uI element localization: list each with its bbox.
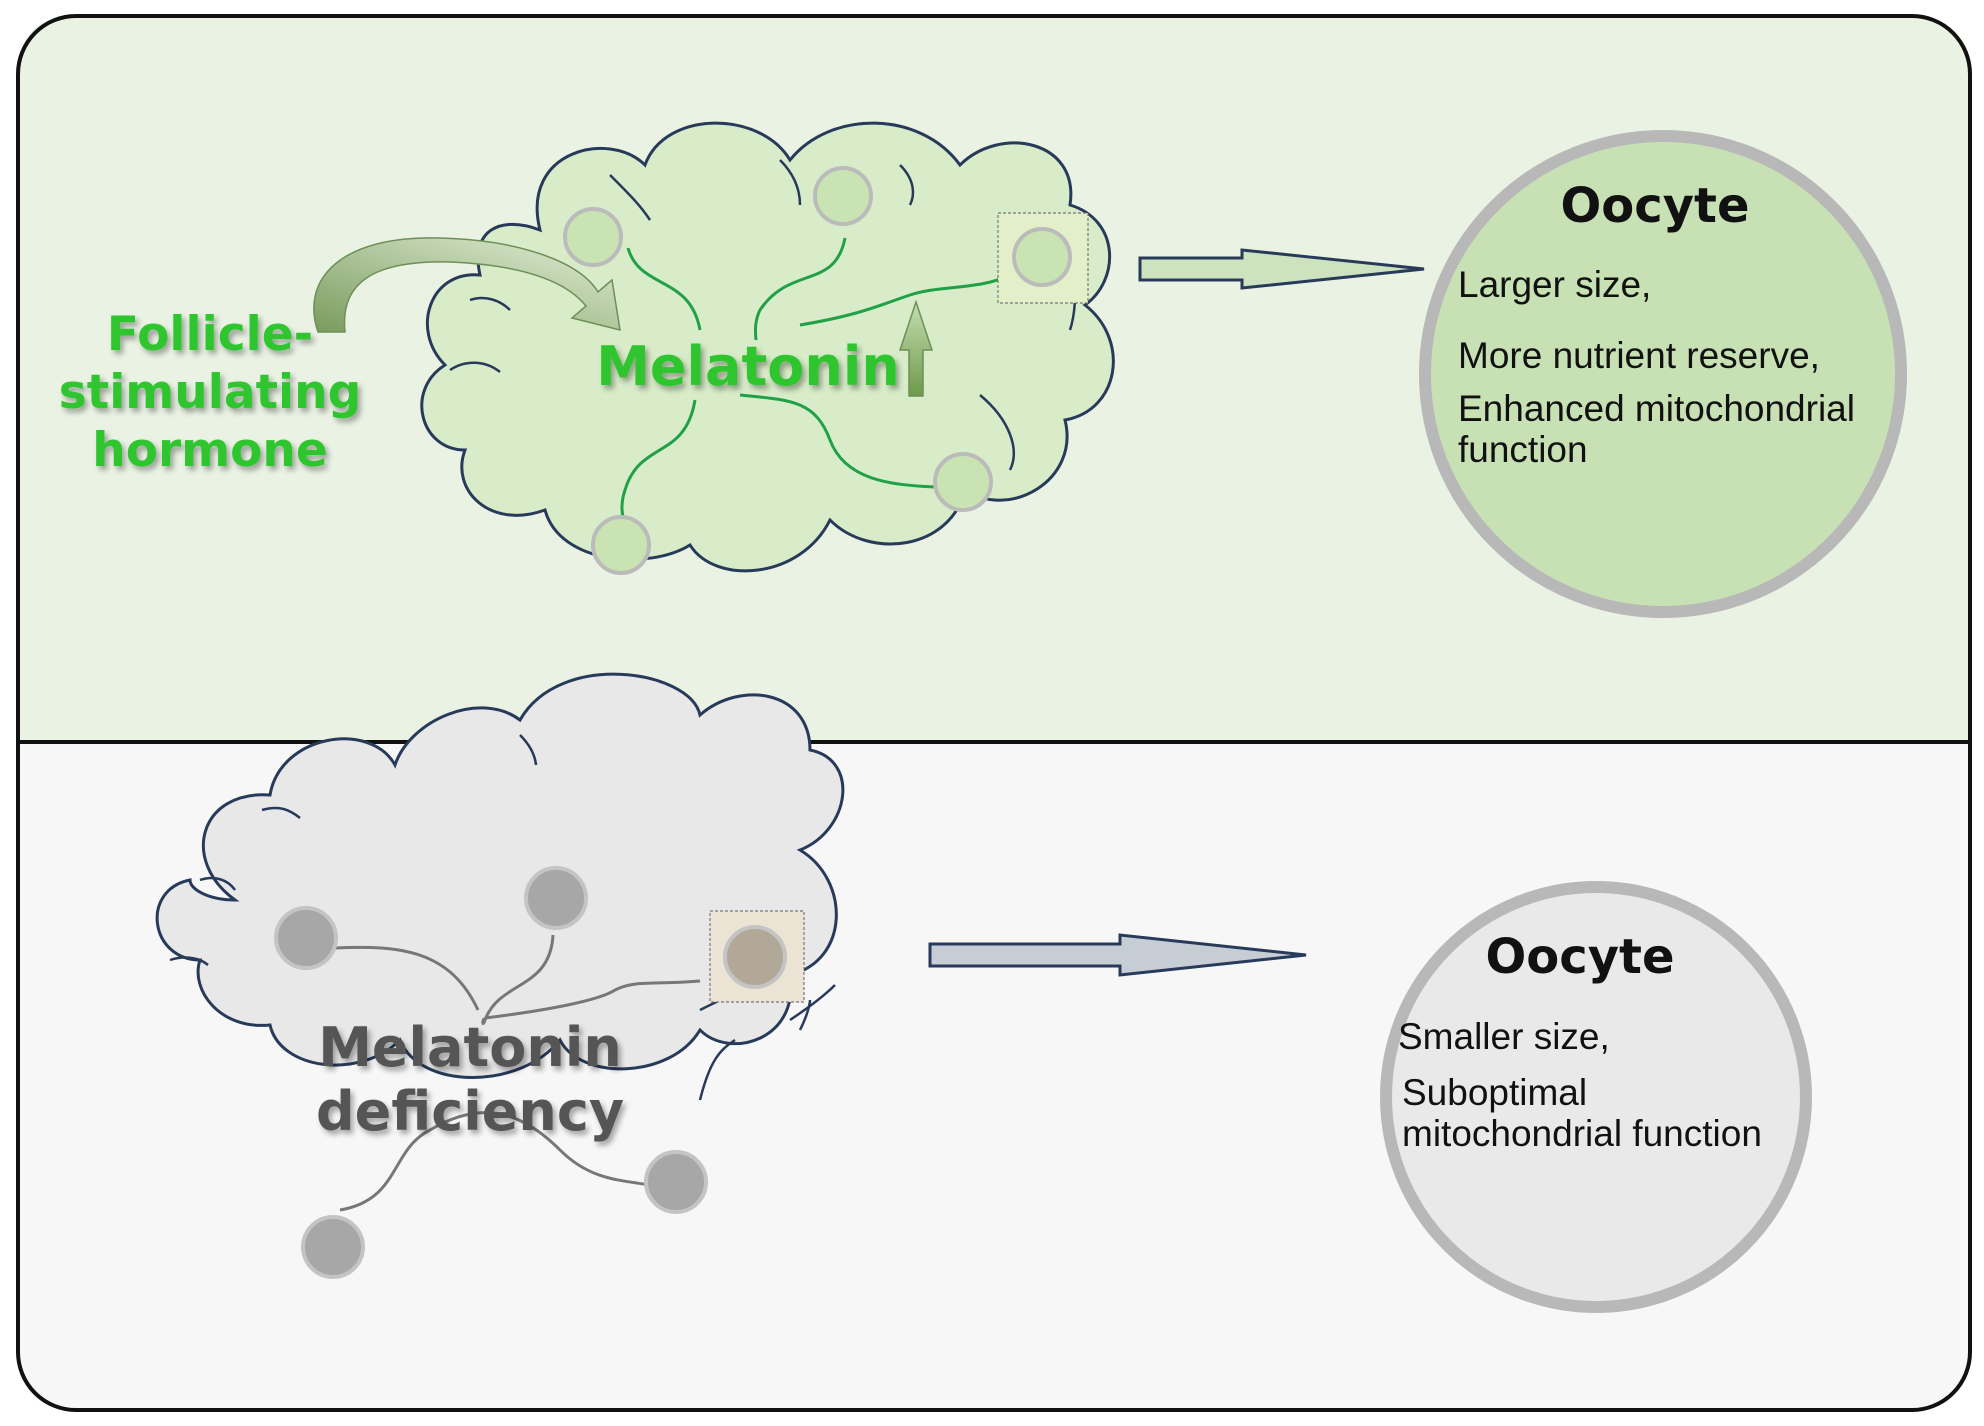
connectors-top: [620, 237, 1011, 526]
outer-frame: [16, 14, 1972, 1412]
follicle-dot: [644, 1150, 708, 1214]
fsh-label-line: hormone: [92, 423, 328, 478]
oocyte-title: Oocyte: [1485, 929, 1674, 985]
melatonin-deficiency-label: Melatonin deficiency: [316, 1016, 624, 1143]
follicle-dot: [274, 906, 338, 970]
follicle-dot: [563, 207, 623, 267]
follicle-dot: [524, 866, 588, 930]
fsh-curved-arrow: [313, 237, 621, 333]
fsh-label-line: Follicle-: [107, 307, 313, 362]
oocyte-trait: Suboptimal: [1402, 1072, 1587, 1113]
block-arrow-bottom: [928, 933, 1307, 977]
oocyte-trait: Smaller size,: [1398, 1016, 1610, 1057]
follicle-dot: [813, 166, 873, 226]
fsh-label: Follicle- stimulating hormone: [59, 307, 362, 478]
follicle-dots-bottom: [274, 866, 805, 1279]
follicle-dot-highlighted: [1012, 227, 1072, 287]
oocyte-trait: Enhanced mitochondrial: [1458, 388, 1855, 429]
melatonin-deficiency-line: deficiency: [316, 1080, 624, 1143]
oocyte-trait: mitochondrial function: [1402, 1113, 1762, 1154]
oocyte-trait: function: [1458, 429, 1588, 470]
follicle-dot: [301, 1215, 365, 1279]
follicle-dot-highlighted: [723, 925, 787, 989]
connectors-bottom: [334, 934, 701, 1212]
follicle-dot: [933, 452, 993, 512]
oocyte-top: Oocyte Larger size, More nutrient reserv…: [1419, 130, 1907, 618]
follicle-cloud-bottom: [155, 672, 845, 1101]
block-arrow-top: [1138, 248, 1425, 290]
melatonin-deficiency-line: Melatonin: [318, 1016, 622, 1079]
oocyte-title: Oocyte: [1560, 178, 1749, 234]
oocyte-bottom: Oocyte Smaller size, Suboptimal mitochon…: [1380, 881, 1812, 1313]
up-arrow-icon: [898, 299, 934, 397]
melatonin-label: Melatonin: [596, 335, 900, 398]
follicle-dots-top: [563, 166, 1089, 575]
oocyte-trait: More nutrient reserve,: [1458, 335, 1820, 376]
follicle-dot: [591, 515, 651, 575]
oocyte-trait: Larger size,: [1458, 264, 1651, 305]
fsh-label-line: stimulating: [59, 365, 362, 420]
